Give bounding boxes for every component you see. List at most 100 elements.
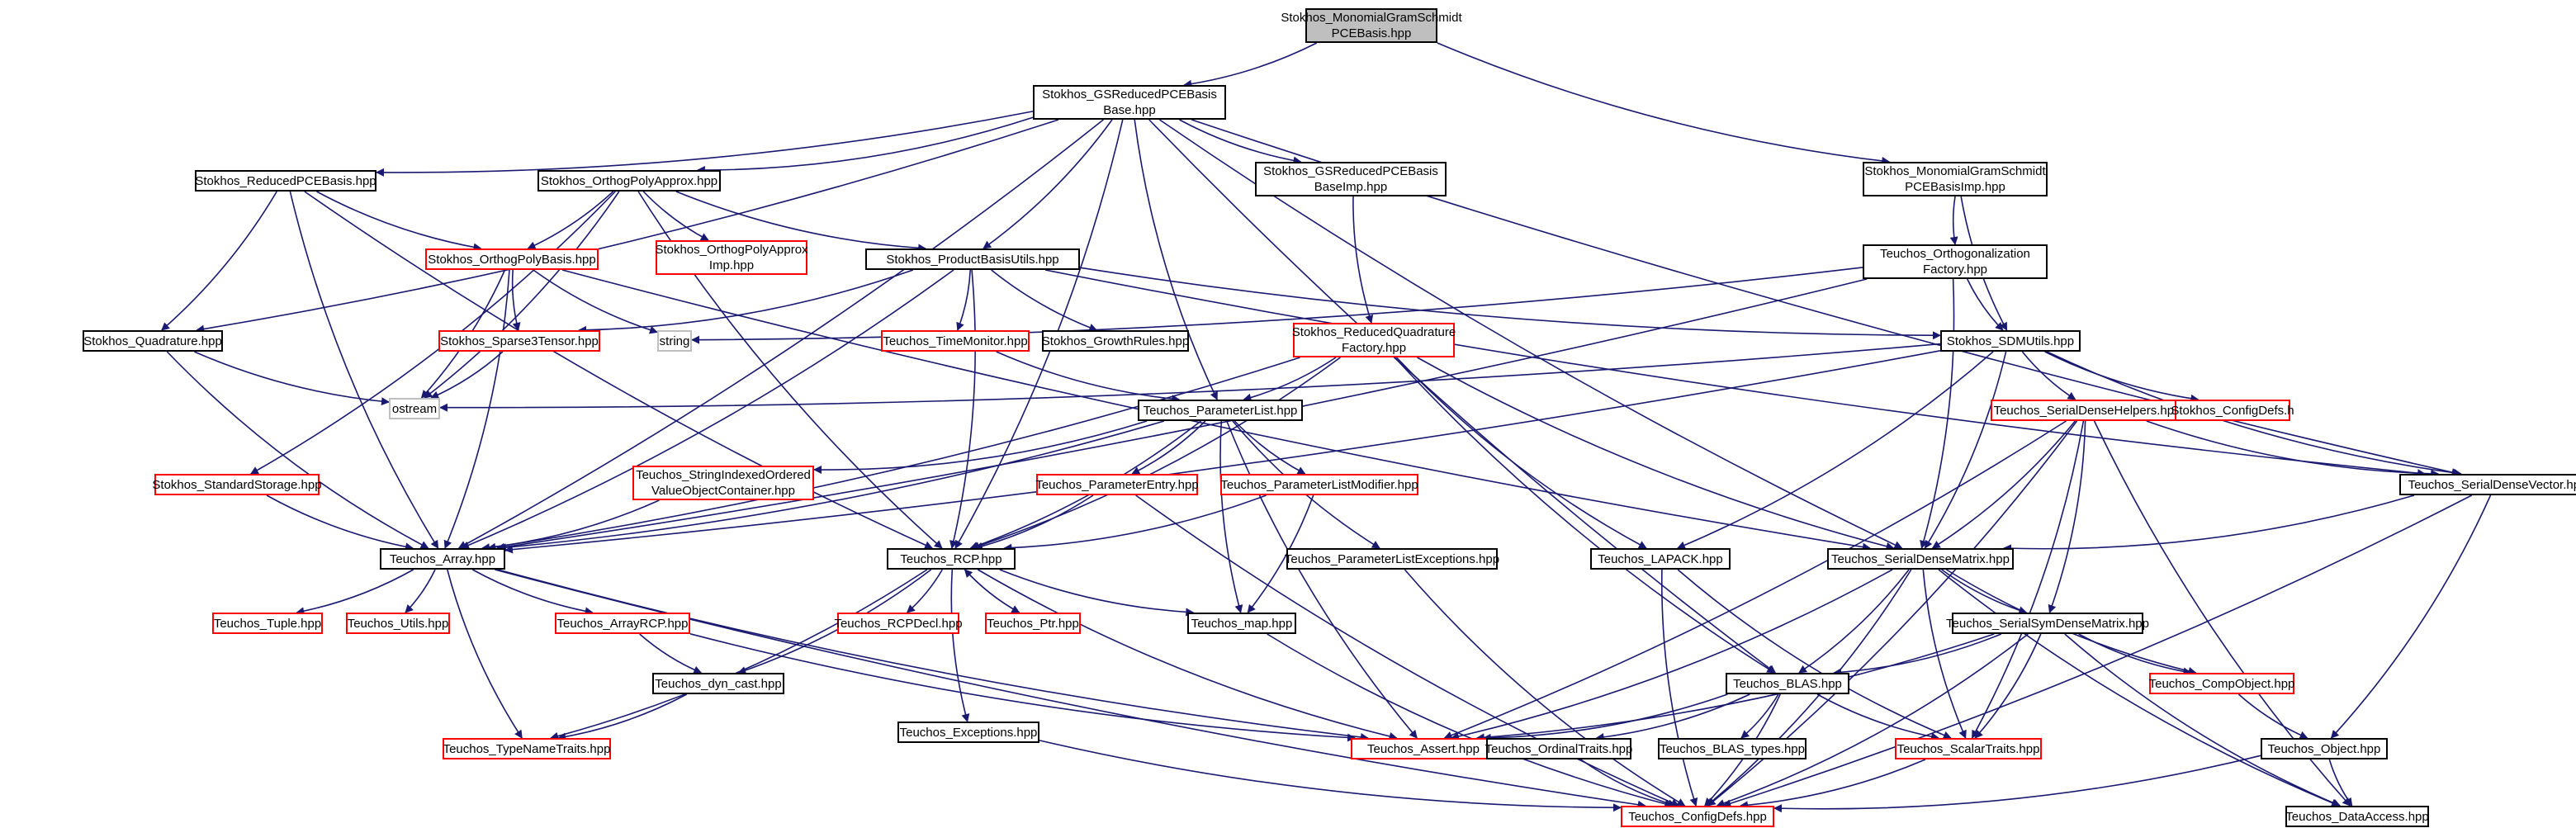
node-label-line: Stokhos_GSReducedPCEBasis xyxy=(1263,164,1438,178)
node-reduced[interactable]: Stokhos_ReducedPCEBasis.hpp xyxy=(195,170,376,192)
node-opb[interactable]: Stokhos_OrthogPolyBasis.hpp xyxy=(425,248,599,270)
node-label: Teuchos_RCP.hpp xyxy=(900,551,1002,567)
node-map[interactable]: Teuchos_map.hpp xyxy=(1187,613,1296,634)
node-exceptions[interactable]: Teuchos_Exceptions.hpp xyxy=(897,722,1039,743)
node-scalartraits[interactable]: Teuchos_ScalarTraits.hpp xyxy=(1895,738,2042,759)
node-lapack[interactable]: Teuchos_LAPACK.hpp xyxy=(1590,548,1731,570)
edge-sdhelpers-to-scalartraits xyxy=(1971,420,2085,739)
node-plmod[interactable]: Teuchos_ParameterListModifier.hpp xyxy=(1220,474,1418,495)
node-label-line: Factory.hpp xyxy=(1922,263,1988,277)
node-ordtraits[interactable]: Teuchos_OrdinalTraits.hpp xyxy=(1485,738,1632,759)
edge-opa-to-opaimp xyxy=(642,191,709,241)
edge-plist-to-siovoc xyxy=(813,420,1148,475)
node-label-line: Stokhos_ReducedQuadrature xyxy=(1291,325,1456,339)
node-opa[interactable]: Stokhos_OrthogPolyApprox.hpp xyxy=(537,170,721,192)
node-blastypes[interactable]: Teuchos_BLAS_types.hpp xyxy=(1658,738,1807,759)
edge-ssdm-to-blas xyxy=(1833,633,2002,677)
node-label: Stokhos_StandardStorage.hpp xyxy=(152,477,321,493)
node-label-line: Teuchos_ScalarTraits.hpp xyxy=(1896,741,2040,756)
node-ptr[interactable]: Teuchos_Ptr.hpp xyxy=(985,613,1081,634)
node-configdefs[interactable]: Teuchos_ConfigDefs.hpp xyxy=(1621,806,1774,827)
edge-sdmatrix-to-ssdm xyxy=(1941,569,2028,615)
node-ssdm[interactable]: Teuchos_SerialSymDenseMatrix.hpp xyxy=(1946,613,2149,634)
node-sparse3[interactable]: Stokhos_Sparse3Tensor.hpp xyxy=(438,330,600,352)
edge-gsbaseimp-to-rqf xyxy=(1352,196,1374,324)
node-label-line: Stokhos_OrthogPolyApprox xyxy=(655,243,808,257)
node-label-line: Teuchos_dyn_cast.hpp xyxy=(655,676,782,691)
node-configdefsh[interactable]: Stokhos_ConfigDefs.h xyxy=(2171,400,2294,421)
node-pentry[interactable]: Teuchos_ParameterEntry.hpp xyxy=(1035,474,1199,495)
node-plist[interactable]: Teuchos_ParameterList.hpp xyxy=(1138,400,1303,421)
node-label-line: Teuchos_BLAS_types.hpp xyxy=(1660,741,1805,756)
edge-arrayrcp-to-dyncast xyxy=(639,633,703,674)
node-arrayrcp[interactable]: Teuchos_ArrayRCP.hpp xyxy=(555,613,690,634)
edge-rcp-to-exceptions xyxy=(950,569,970,722)
node-label-line: Imp.hpp xyxy=(708,258,755,272)
node-rcp[interactable]: Teuchos_RCP.hpp xyxy=(887,548,1016,570)
edge-gsbase-to-opa xyxy=(696,116,1034,175)
node-dataaccess[interactable]: Teuchos_DataAccess.hpp xyxy=(2285,806,2429,827)
node-utils[interactable]: Teuchos_Utils.hpp xyxy=(346,613,450,634)
edge-reduced-to-array xyxy=(289,191,439,549)
edge-plist-to-pentry xyxy=(1131,420,1206,475)
node-label-line: Teuchos_SerialSymDenseMatrix.hpp xyxy=(1946,616,2149,631)
node-assert[interactable]: Teuchos_Assert.hpp xyxy=(1351,738,1496,759)
edge-sdmutils-to-sdmatrix xyxy=(1924,351,2007,549)
node-sdmatrix[interactable]: Teuchos_SerialDenseMatrix.hpp xyxy=(1827,548,2014,570)
node-label-line: Teuchos_ParameterEntry.hpp xyxy=(1035,477,1199,492)
edge-sdhelpers-to-sdmatrix xyxy=(1931,420,2076,549)
edge-pbu-to-sparse3 xyxy=(578,269,914,334)
node-tnt[interactable]: Teuchos_TypeNameTraits.hpp xyxy=(443,738,611,759)
node-object[interactable]: Teuchos_Object.hpp xyxy=(2261,738,2388,759)
node-label: Stokhos_Sparse3Tensor.hpp xyxy=(440,334,599,349)
node-label-line: Stokhos_OrthogPolyBasis.hpp xyxy=(428,252,596,267)
node-label-line: Stokhos_ReducedPCEBasis.hpp xyxy=(195,173,376,188)
node-plexc[interactable]: Teuchos_ParameterListExceptions.hpp xyxy=(1285,548,1499,570)
node-label: Teuchos_Utils.hpp xyxy=(348,616,449,632)
node-rcpdecl[interactable]: Teuchos_RCPDecl.hpp xyxy=(834,613,963,634)
node-sdmutils[interactable]: Stokhos_SDMUtils.hpp xyxy=(1940,330,2081,352)
node-sdhelpers[interactable]: Teuchos_SerialDenseHelpers.hpp xyxy=(1991,400,2184,421)
edge-plexc-to-configdefs xyxy=(1404,569,1686,807)
edge-opa-to-ostream xyxy=(424,191,620,399)
edge-gsbase-to-quad xyxy=(196,119,1059,334)
edge-pbu-to-timemon xyxy=(956,269,971,331)
node-label-line: Teuchos_TypeNameTraits.hpp xyxy=(443,741,611,756)
node-dyncast[interactable]: Teuchos_dyn_cast.hpp xyxy=(652,673,784,694)
edge-sdmatrix-to-blas xyxy=(1798,569,1910,674)
node-label: Teuchos_Tuple.hpp xyxy=(214,616,321,632)
node-label-line: Teuchos_DataAccess.hpp xyxy=(2285,809,2429,824)
node-stdstorage[interactable]: Stokhos_StandardStorage.hpp xyxy=(152,474,322,495)
edge-gsbase-to-reduced xyxy=(376,111,1034,177)
node-array[interactable]: Teuchos_Array.hpp xyxy=(380,548,505,570)
node-tuple[interactable]: Teuchos_Tuple.hpp xyxy=(212,613,323,634)
node-label-line: Teuchos_SerialDenseMatrix.hpp xyxy=(1831,551,2010,566)
edge-pbu-to-rcp xyxy=(949,269,977,549)
node-compobj[interactable]: Teuchos_CompObject.hpp xyxy=(2149,673,2294,694)
edge-quad-to-ostream xyxy=(193,351,390,406)
node-label: Stokhos_ConfigDefs.h xyxy=(2171,403,2294,419)
node-timemon[interactable]: Teuchos_TimeMonitor.hpp xyxy=(881,330,1030,352)
node-pbu[interactable]: Stokhos_ProductBasisUtils.hpp xyxy=(865,248,1080,270)
node-label: Teuchos_TimeMonitor.hpp xyxy=(883,334,1027,349)
node-blas[interactable]: Teuchos_BLAS.hpp xyxy=(1726,673,1849,694)
node-sdvector[interactable]: Teuchos_SerialDenseVector.hpp xyxy=(2399,474,2576,495)
node-label-line: PCEBasisImp.hpp xyxy=(1905,180,2005,194)
node-label: Stokhos_ProductBasisUtils.hpp xyxy=(886,252,1058,267)
node-label: Teuchos_Exceptions.hpp xyxy=(900,725,1038,740)
edge-dyncast-to-tnt xyxy=(557,693,688,741)
node-label: Teuchos_Object.hpp xyxy=(2268,741,2381,757)
edge-reduced-to-opb xyxy=(316,191,482,252)
node-quad[interactable]: Stokhos_Quadrature.hpp xyxy=(83,330,223,352)
node-label-line: Teuchos_Tuple.hpp xyxy=(213,616,322,631)
node-string: string xyxy=(657,330,692,352)
node-growth[interactable]: Stokhos_GrowthRules.hpp xyxy=(1042,330,1189,352)
